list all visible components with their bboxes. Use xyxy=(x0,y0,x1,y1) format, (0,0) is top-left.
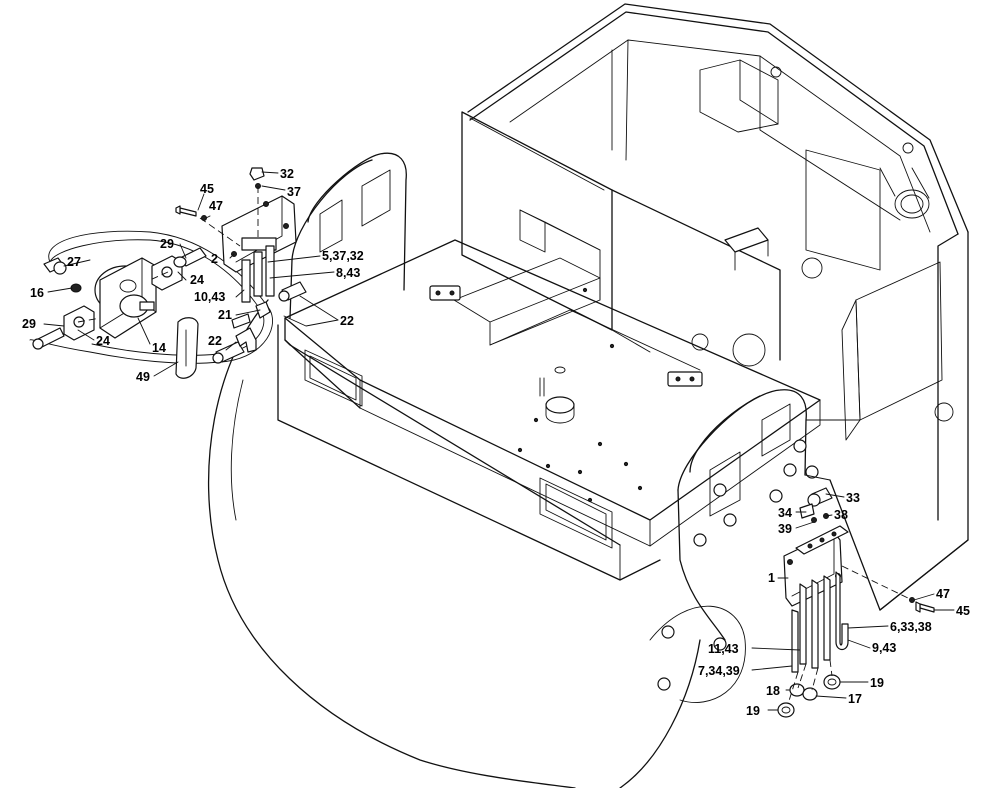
callout-34: 34 xyxy=(778,506,792,520)
callout-32: 32 xyxy=(280,167,294,181)
leader-lines xyxy=(43,171,955,711)
callout-18: 18 xyxy=(766,684,780,698)
callout-2: 2 xyxy=(211,252,218,266)
callout-5-37-32: 5,37,32 xyxy=(322,249,364,263)
callout-10-43: 10,43 xyxy=(194,290,225,304)
callout-1: 1 xyxy=(768,571,775,585)
callout-22-left: 22 xyxy=(208,334,222,348)
machine-frame xyxy=(277,3,969,703)
callout-14: 14 xyxy=(152,341,166,355)
callout-7-34-39: 7,34,39 xyxy=(698,664,740,678)
callout-27: 27 xyxy=(67,255,81,269)
right-assembly xyxy=(777,487,935,718)
callout-22-right: 22 xyxy=(340,314,354,328)
callout-37: 37 xyxy=(287,185,301,199)
callout-17: 17 xyxy=(848,692,862,706)
callout-24-top: 24 xyxy=(190,273,204,287)
callout-labels: 32 37 45 47 29 2 5,37,32 27 24 8,43 16 1… xyxy=(22,167,970,718)
callout-38: 38 xyxy=(834,508,848,522)
callout-16: 16 xyxy=(30,286,44,300)
callout-29-left: 29 xyxy=(22,317,36,331)
callout-11-43: 11,43 xyxy=(708,642,739,656)
callout-21: 21 xyxy=(218,308,232,322)
callout-19-right: 19 xyxy=(870,676,884,690)
callout-47-left: 47 xyxy=(209,199,223,213)
callout-49: 49 xyxy=(136,370,150,384)
callout-24-bottom: 24 xyxy=(96,334,110,348)
callout-19-left: 19 xyxy=(746,704,760,718)
callout-45-right: 45 xyxy=(956,604,970,618)
callout-47-right: 47 xyxy=(936,587,950,601)
callout-6-33-38: 6,33,38 xyxy=(890,620,932,634)
callout-29-top: 29 xyxy=(160,237,174,251)
drum xyxy=(207,299,701,788)
callout-9-43: 9,43 xyxy=(872,641,896,655)
callout-33: 33 xyxy=(846,491,860,505)
callout-39: 39 xyxy=(778,522,792,536)
callout-8-43: 8,43 xyxy=(336,266,360,280)
left-assembly xyxy=(29,167,307,379)
callout-45-left: 45 xyxy=(200,182,214,196)
